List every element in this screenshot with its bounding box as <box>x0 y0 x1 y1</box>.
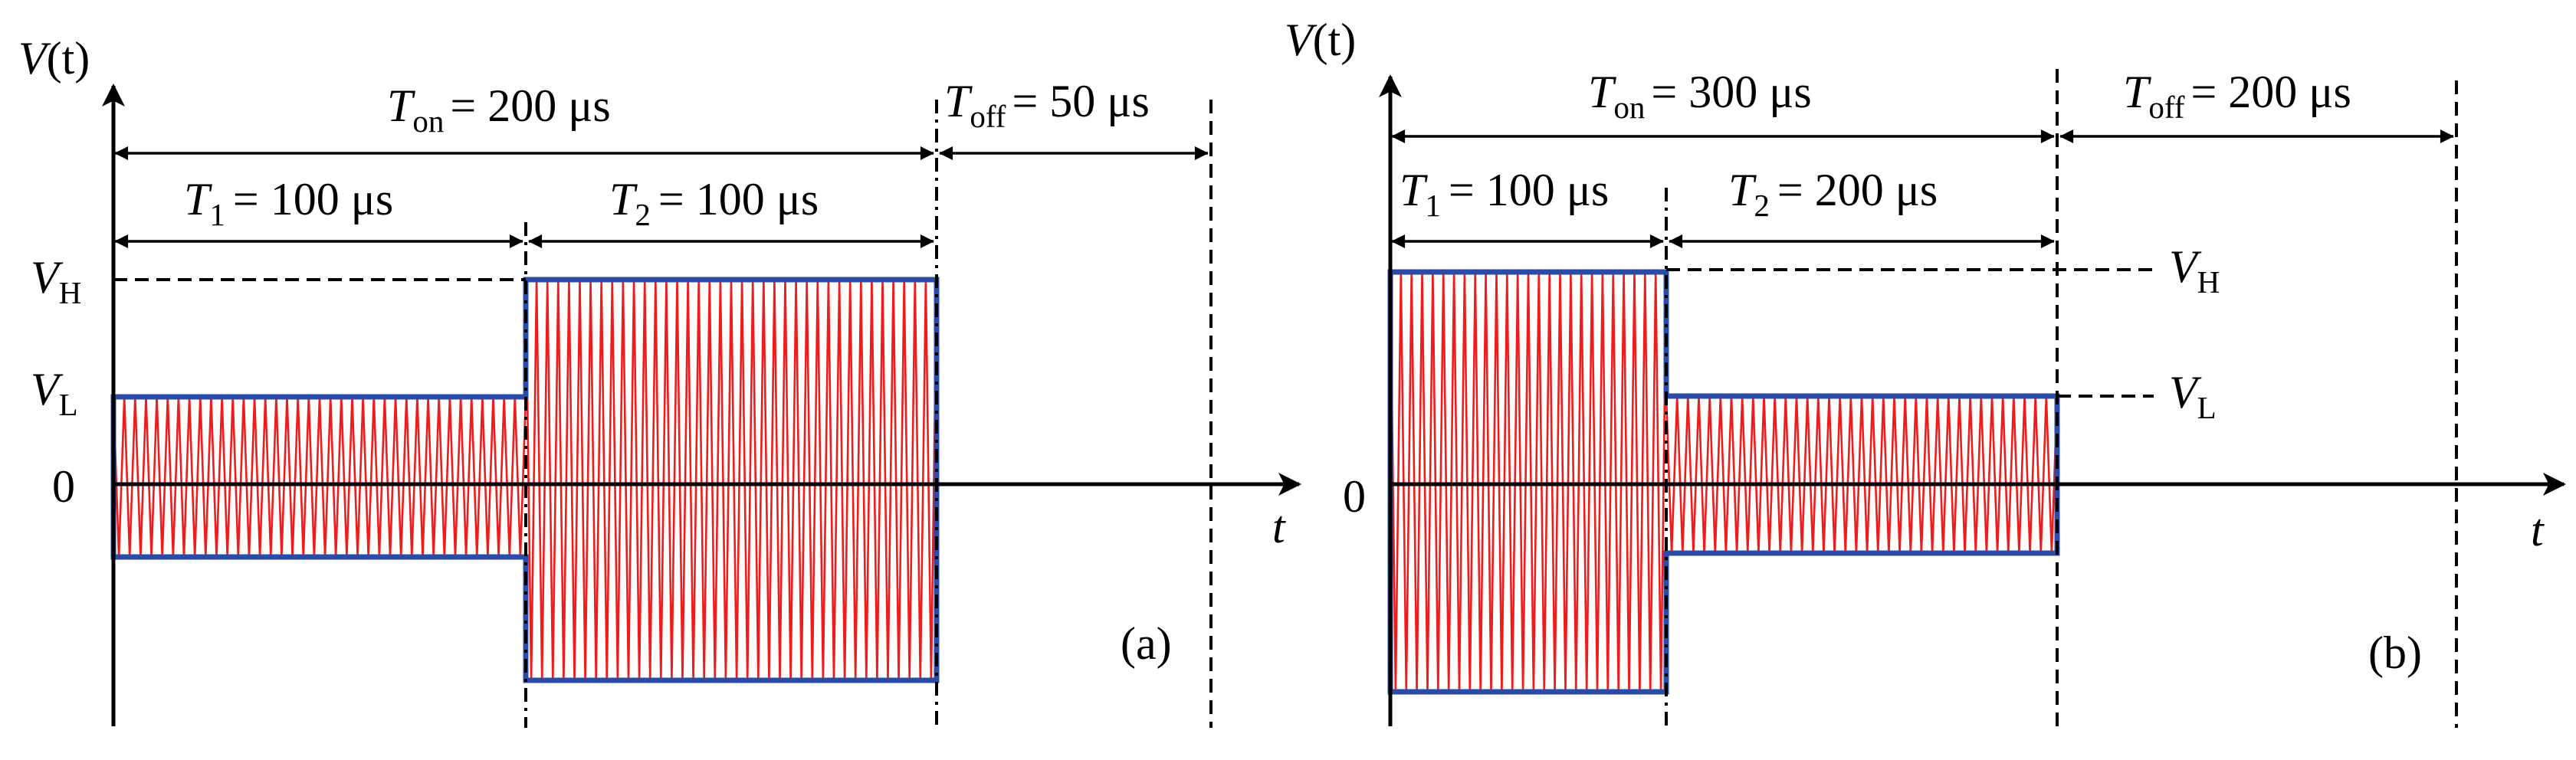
vl-label-b: VL <box>2169 367 2217 425</box>
t2-label-a: T2= 100 μs <box>609 174 819 232</box>
carrier-wave-a-low <box>112 396 527 558</box>
toff-label-b: Toff= 200 μs <box>2123 67 2351 125</box>
t1-label-a: T1= 100 μs <box>184 174 393 232</box>
ton-label-b: Ton= 300 μs <box>1588 67 1812 125</box>
panel-tag-a: (a) <box>1121 618 1172 669</box>
zero-tick-a: 0 <box>52 461 75 512</box>
toff-label-a: Toff= 50 μs <box>944 76 1150 134</box>
carrier-wave-a-high <box>524 279 938 681</box>
y-axis-label-b: V(t) <box>1285 15 1356 65</box>
panel-tag-b: (b) <box>2368 627 2422 678</box>
vl-label-a: VL <box>31 364 78 422</box>
y-axis-label-a: V(t) <box>18 33 90 84</box>
panel-b: V(t) t 0 VH VL Ton= 300 μs Toff= 200 μs … <box>1285 15 2566 728</box>
envelope-a <box>110 277 940 683</box>
zero-tick-b: 0 <box>1343 471 1366 522</box>
carrier-wave-b-low <box>1665 395 2059 554</box>
vh-label-b: VH <box>2169 241 2220 300</box>
x-axis-label-a: t <box>1272 502 1286 552</box>
carrier-wave-b-high <box>1389 271 1668 693</box>
ton-label-a: Ton= 200 μs <box>387 80 611 139</box>
panel-a: V(t) t 0 VH VL Ton= 200 μs Toff= 50 μs T… <box>18 33 1301 728</box>
t1-label-b: T1= 100 μs <box>1400 165 1609 223</box>
vh-label-a: VH <box>31 252 81 310</box>
x-axis-label-b: t <box>2531 505 2545 555</box>
t2-label-b: T2= 200 μs <box>1728 165 1938 223</box>
